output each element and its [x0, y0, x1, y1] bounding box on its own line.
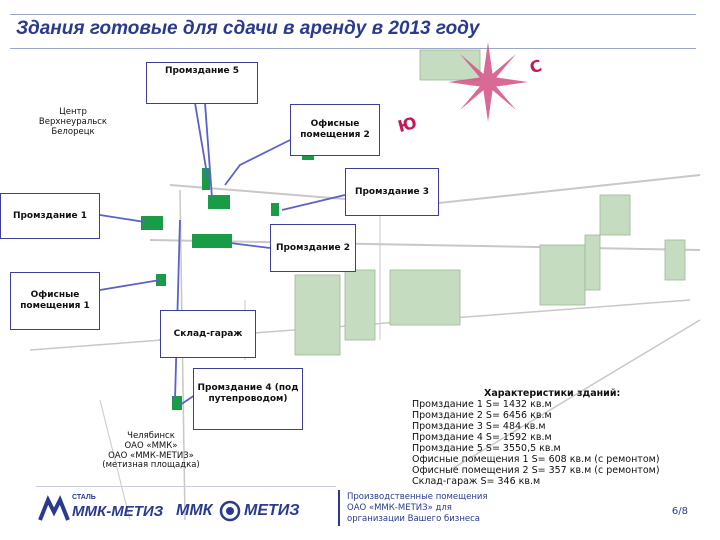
- characteristics-row: Промздание 1 S= 1432 кв.м: [412, 399, 552, 410]
- building-1: [141, 216, 163, 230]
- promo-line-1: Производственные помещения: [347, 492, 488, 502]
- callout-office-2: Офисные помещения 2: [290, 104, 380, 156]
- page-number: 6/8: [671, 506, 688, 517]
- chelyabinsk-line-2: ОАО «ММК»: [124, 440, 178, 451]
- logo-mmk-metiz: ММК-МЕТИЗ: [72, 503, 164, 520]
- compass-ray-se: [488, 82, 516, 110]
- chelyabinsk-line-3: ОАО «ММК-МЕТИЗ»: [108, 450, 194, 461]
- building-block-a: [294, 274, 341, 356]
- rental-buildings: [141, 150, 314, 410]
- compass-ray-e: [488, 77, 528, 87]
- building-block-c: [389, 269, 461, 326]
- leader-b5: [194, 102, 209, 181]
- title-rule: [10, 48, 696, 49]
- leader-b4: [179, 394, 196, 406]
- compass-ray-s: [483, 82, 493, 122]
- roads: [29, 174, 701, 521]
- building-5: [202, 168, 210, 190]
- promo-line-2: ОАО «ММК-МЕТИЗ» для: [347, 503, 452, 513]
- logo-steel-label: СТАЛЬ: [72, 494, 96, 501]
- footer-divider: [338, 490, 340, 526]
- callout-building-3: Промздание 3: [345, 168, 439, 216]
- compass-ray-ne: [488, 54, 516, 82]
- callout-building-1: Промздание 1: [0, 193, 100, 239]
- buildings: [294, 49, 686, 356]
- center-line-3: Белорецк: [51, 126, 95, 137]
- compass-rose: [448, 42, 528, 122]
- characteristics-row: Промздание 4 S= 1592 кв.м: [412, 432, 552, 443]
- characteristics-row: Офисные помещения 2 S= 357 кв.м (с ремон…: [412, 465, 660, 476]
- building-block-b: [344, 269, 376, 341]
- promo-line-3: организации Вашего бизнеса: [347, 514, 480, 524]
- characteristics-row: Офисные помещения 1 S= 608 кв.м (с ремон…: [412, 454, 660, 465]
- logo2-mmk: ММК: [176, 502, 213, 519]
- leader-b3: [281, 194, 346, 211]
- leader-b2: [229, 242, 271, 249]
- building-3: [271, 203, 279, 216]
- building-characteristics: Характеристики зданий: Промздание 1 S= 1…: [412, 388, 660, 487]
- building-2: [192, 234, 232, 248]
- logo2-metiz: МЕТИЗ: [244, 502, 300, 519]
- leader-b5b: [204, 102, 213, 199]
- compass-ray-w: [448, 77, 488, 87]
- chelyabinsk-line-1: Челябинск: [127, 431, 175, 441]
- mmk-metiz-logo-icon: [38, 495, 70, 521]
- footer-promo: Производственные помещения ОАО «ММК-МЕТИ…: [347, 492, 488, 525]
- callout-building-5: Промздание 5: [146, 62, 258, 104]
- direction-label-center: Центр Верхнеуральск Белорецк: [32, 107, 114, 137]
- road-southwest: [99, 399, 131, 521]
- leader-b1: [99, 214, 146, 223]
- callout-warehouse: Склад-гараж: [160, 310, 256, 358]
- direction-label-chelyabinsk: Челябинск ОАО «ММК» ОАО «ММК-МЕТИЗ» (мет…: [92, 431, 210, 471]
- characteristics-row: Промздание 3 S= 484 кв.м: [412, 421, 546, 432]
- footer-rule: [36, 486, 336, 487]
- callout-office-1: Офисные помещения 1: [10, 272, 100, 330]
- building-block-d: [539, 244, 586, 306]
- callout-building-4: Промздание 4 (под путепроводом): [193, 368, 303, 430]
- logo2-globe-icon: [219, 500, 241, 522]
- road-diagonal: [449, 319, 701, 471]
- characteristics-heading: Характеристики зданий:: [484, 388, 621, 399]
- characteristics-row: Промздание 5 S= 3550,5 кв.м: [412, 443, 561, 454]
- building-block-h: [419, 49, 481, 81]
- building-block-f: [599, 194, 631, 236]
- leader-office2: [224, 139, 291, 186]
- compass-ray-sw: [460, 82, 488, 110]
- page-title: Здания готовые для сдачи в аренду в 2013…: [16, 18, 480, 39]
- building-block-g: [664, 239, 686, 281]
- road-cross: [149, 239, 701, 251]
- top-rule: [10, 14, 696, 15]
- office-1: [156, 274, 166, 286]
- building-4: [172, 396, 182, 410]
- building-block-e: [584, 234, 601, 291]
- center-line-1: Центр: [59, 107, 87, 117]
- chelyabinsk-line-4: (метизная площадка): [102, 460, 200, 471]
- compass-ray-n: [483, 42, 493, 82]
- characteristics-row: Склад-гараж S= 346 кв.м: [412, 476, 541, 487]
- characteristics-row: Промздание 2 S= 6456 кв.м: [412, 410, 552, 421]
- building-5-annex: [208, 195, 230, 209]
- compass-ray-nw: [460, 54, 488, 82]
- center-line-2: Верхнеуральск: [38, 116, 108, 127]
- leader-office1: [99, 279, 161, 291]
- callout-building-2: Промздание 2: [270, 224, 356, 272]
